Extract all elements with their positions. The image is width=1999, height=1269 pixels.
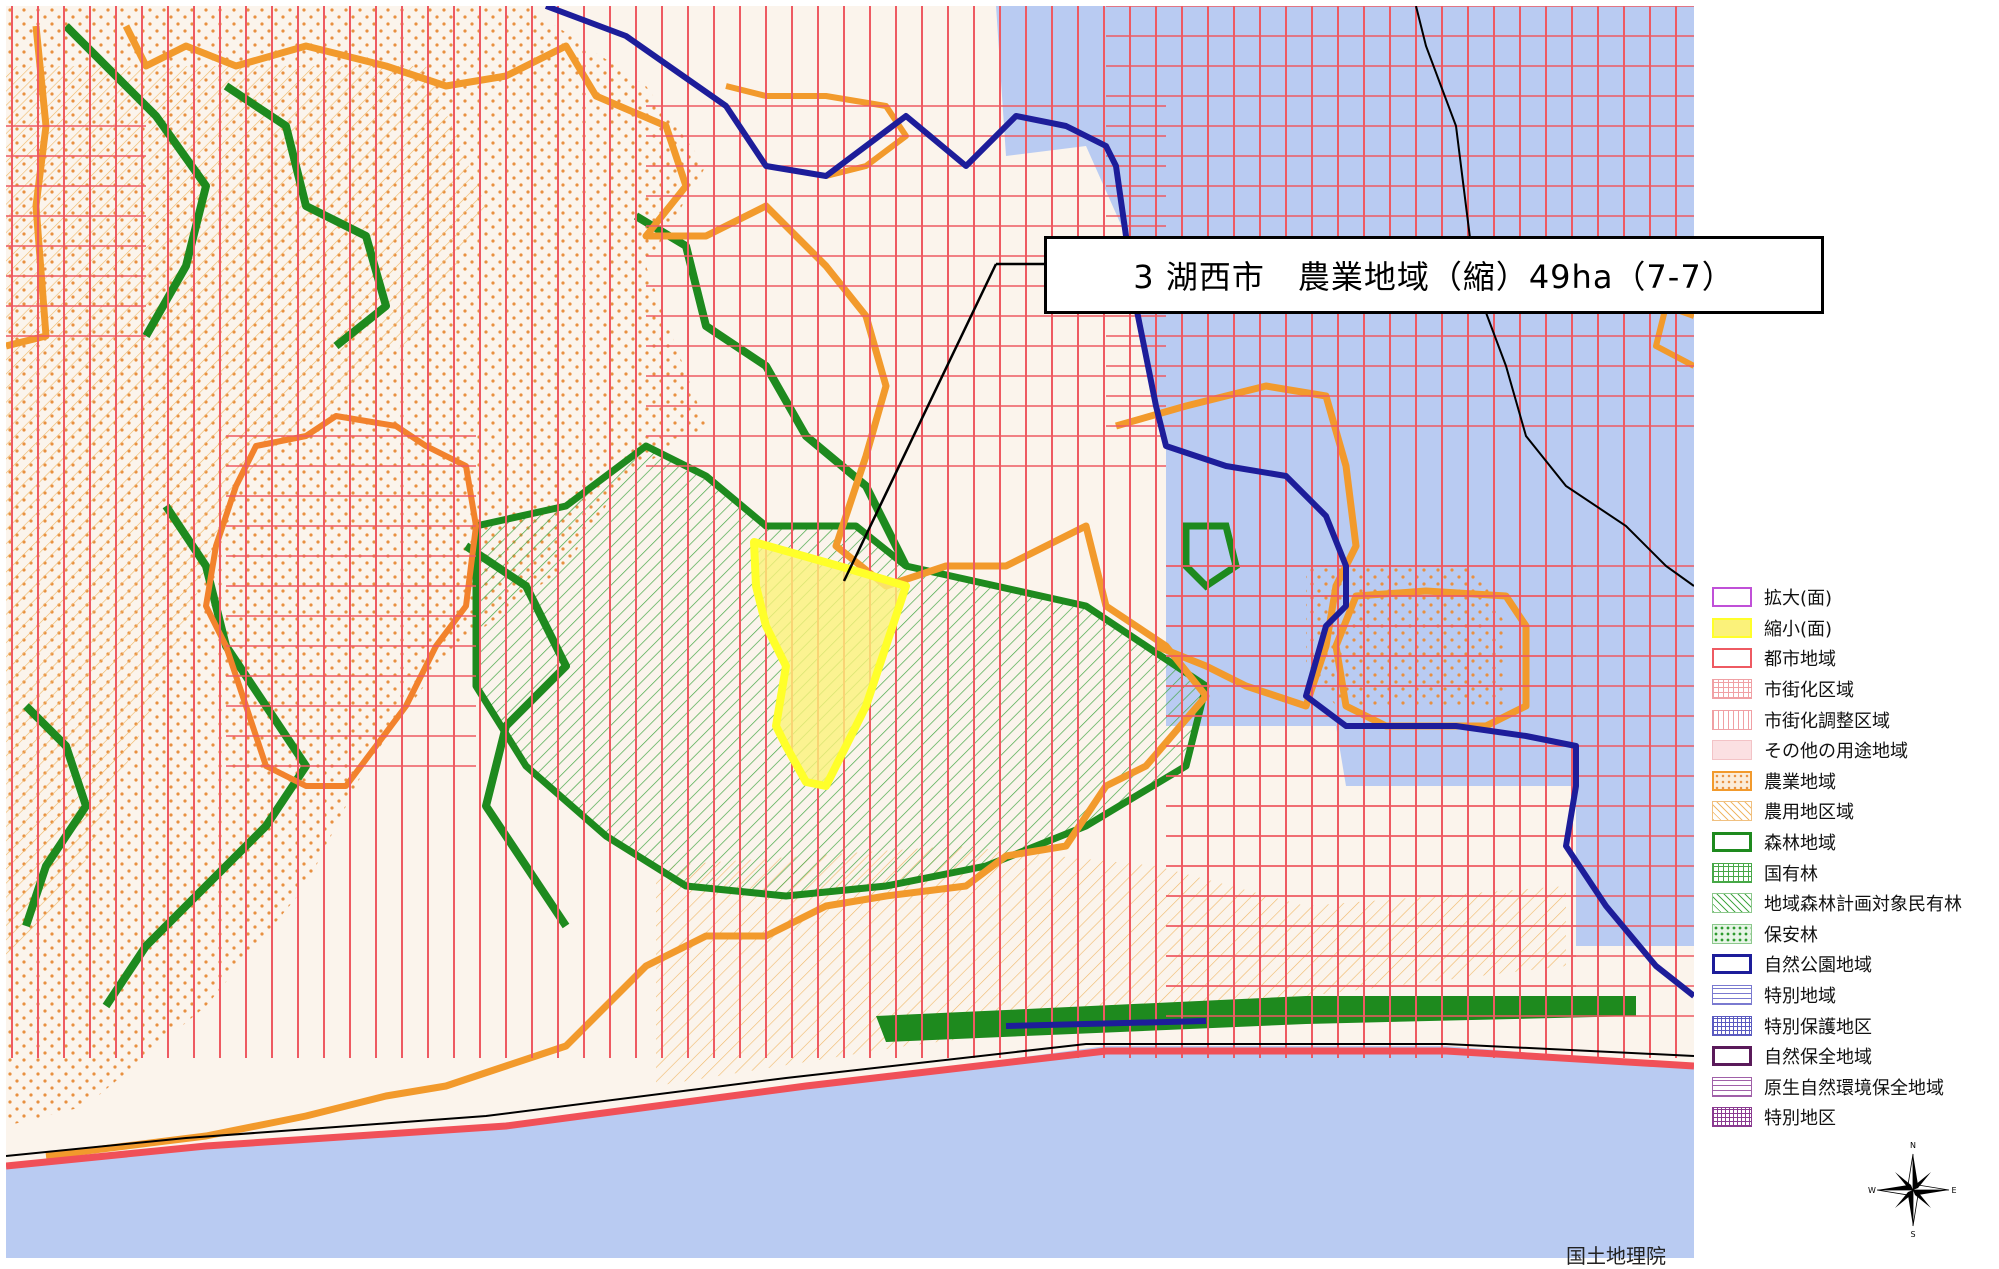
coast-black-edge <box>6 1043 1694 1157</box>
blue-horizontal-lines-swatch-icon <box>1712 985 1752 1006</box>
legend-item-nature-conservation: 自然保全地域 <box>1712 1041 1999 1072</box>
legend-item-natural-park: 自然公園地域 <box>1712 949 1999 980</box>
legend-label: 自然保全地域 <box>1764 1047 1872 1069</box>
forest-strip-coast <box>876 996 1636 1042</box>
legend-item-expanded: 拡大(面) <box>1712 582 1999 613</box>
legend-label: 国有林 <box>1764 863 1818 885</box>
callout-leader-line <box>842 263 998 582</box>
reduced-agricultural-area <box>750 538 910 790</box>
compass-west-label: W <box>1868 1186 1876 1195</box>
green-dotted-swatch-icon <box>1712 923 1752 944</box>
green-grid-swatch-icon <box>1712 862 1752 883</box>
legend-item-farmland-area: 農用地区域 <box>1712 796 1999 827</box>
legend-item-urbanization-control: 市街化調整区域 <box>1712 704 1999 735</box>
map-legend: 拡大(面) 縮小(面) 都市地域 市街化区域 市街化調整区域 その他の用途地域 … <box>1712 582 1999 1133</box>
legend-item-agricultural-area: 農業地域 <box>1712 766 1999 797</box>
legend-label: その他の用途地域 <box>1764 741 1908 763</box>
compass-rose-icon: N S W E <box>1868 1141 1956 1238</box>
legend-label: 農用地区域 <box>1764 802 1854 824</box>
legend-item-special-district: 特別地区 <box>1712 1102 1999 1133</box>
forest-zone-east-pocket <box>1182 522 1240 591</box>
natural-park-boundary <box>544 6 1694 1029</box>
green-hatched-swatch-icon <box>1712 893 1752 914</box>
prefecture-boundary-line <box>1415 6 1694 587</box>
yellow-fill-swatch-icon <box>1712 617 1752 638</box>
legend-item-protection-forest: 保安林 <box>1712 919 1999 950</box>
legend-label: 保安林 <box>1764 924 1818 946</box>
compass-north-label: N <box>1910 1141 1916 1150</box>
legend-item-city-area: 都市地域 <box>1712 643 1999 674</box>
legend-label: 拡大(面) <box>1764 588 1833 610</box>
area-callout-label: 3 湖西市 農業地域（縮）49ha（7-7） <box>1044 236 1824 314</box>
pink-grid-swatch-icon <box>1712 679 1752 700</box>
legend-label: 原生自然環境保全地域 <box>1764 1077 1944 1099</box>
green-outline-swatch-icon <box>1712 832 1752 853</box>
legend-label: 特別保護地区 <box>1764 1016 1872 1038</box>
compass-east-label: E <box>1951 1186 1956 1195</box>
compass-south-label: S <box>1910 1230 1915 1238</box>
legend-label: 市街化区域 <box>1764 680 1854 702</box>
legend-item-special-area: 特別地域 <box>1712 980 1999 1011</box>
legend-label: 都市地域 <box>1764 649 1836 671</box>
blue-grid-swatch-icon <box>1712 1015 1752 1036</box>
forest-zone-west-4 <box>22 703 90 928</box>
legend-label: 市街化調整区域 <box>1764 710 1890 732</box>
legend-label: 農業地域 <box>1764 771 1836 793</box>
orange-dotted-swatch-icon <box>1712 770 1752 791</box>
magenta-outline-swatch-icon <box>1712 587 1752 608</box>
forest-zone-west-2 <box>223 82 390 350</box>
agricultural-boundary-main <box>6 24 1210 1160</box>
agricultural-hatch-west <box>6 66 486 966</box>
red-outline-swatch-icon <box>1712 648 1752 669</box>
legend-label: 縮小(面) <box>1764 618 1833 640</box>
legend-item-regional-forest-plan: 地域森林計画対象民有林 <box>1712 888 1999 919</box>
legend-item-special-protection: 特別保護地区 <box>1712 1010 1999 1041</box>
map-panel[interactable] <box>6 6 1694 1258</box>
legend-item-national-forest: 国有林 <box>1712 857 1999 888</box>
purple-horizontal-lines-swatch-icon <box>1712 1076 1752 1097</box>
purple-outline-swatch-icon <box>1712 1046 1752 1067</box>
legend-label: 特別地区 <box>1764 1108 1836 1130</box>
legend-label: 地域森林計画対象民有林 <box>1764 894 1962 916</box>
purple-grid-swatch-icon <box>1712 1107 1752 1128</box>
legend-label: 自然公園地域 <box>1764 955 1872 977</box>
forest-zone-west-1 <box>63 23 210 338</box>
legend-label: 特別地域 <box>1764 986 1836 1008</box>
land-use-map[interactable] <box>6 6 1694 1258</box>
navy-outline-swatch-icon <box>1712 954 1752 975</box>
legend-item-urbanization-area: 市街化区域 <box>1712 674 1999 705</box>
map-attribution: 国土地理院 <box>1566 1244 1666 1268</box>
orange-hatched-swatch-icon <box>1712 801 1752 822</box>
legend-item-other-use-zones: その他の用途地域 <box>1712 735 1999 766</box>
legend-label: 森林地域 <box>1764 833 1836 855</box>
legend-item-forest-area: 森林地域 <box>1712 827 1999 858</box>
legend-item-reduced: 縮小(面) <box>1712 613 1999 644</box>
coastline <box>6 1047 1694 1170</box>
legend-item-wilderness-conservation: 原生自然環境保全地域 <box>1712 1072 1999 1103</box>
pink-fill-swatch-icon <box>1712 740 1752 761</box>
pink-vertical-lines-swatch-icon <box>1712 709 1752 730</box>
